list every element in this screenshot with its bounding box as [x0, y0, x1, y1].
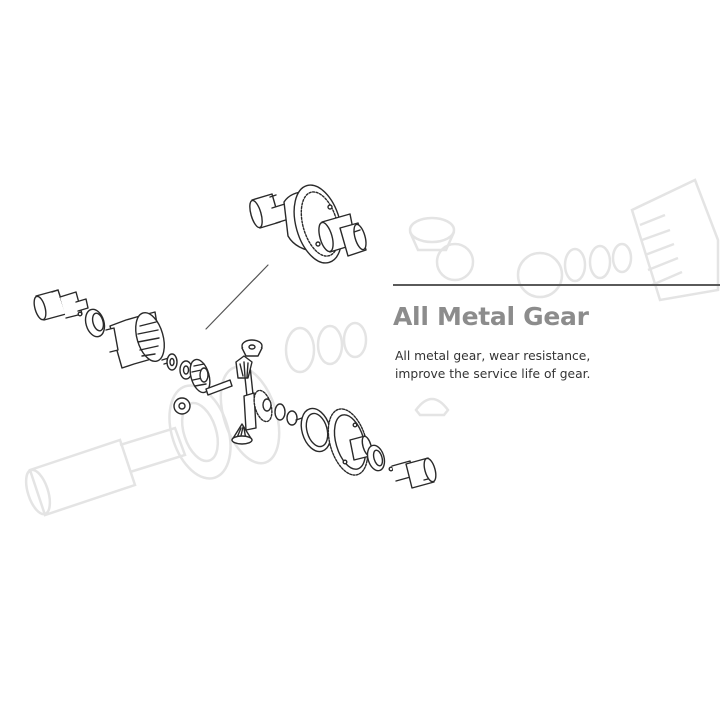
description-line-2: improve the service life of gear. — [395, 366, 591, 381]
spur-gear-icon — [253, 389, 303, 426]
small-bevel-gear-icon — [173, 339, 263, 445]
feature-title: All Metal Gear — [393, 302, 589, 331]
ghost-outdrive-icon — [24, 365, 281, 517]
left-outdrive-icon — [33, 289, 89, 321]
washer-set-icon — [161, 353, 193, 380]
cross-pin-icon — [205, 365, 257, 431]
leader-line — [205, 264, 269, 330]
right-outdrive-icon — [388, 457, 437, 489]
bearing-icon — [84, 308, 106, 338]
ghost-bevel-gear-icon — [408, 216, 633, 299]
title-divider — [393, 284, 720, 286]
gasket-icon — [300, 407, 332, 453]
ghost-washers-icon — [284, 321, 368, 374]
description-line-1: All metal gear, wear resistance, — [395, 349, 591, 363]
assembled-differential-icon — [249, 184, 367, 264]
right-bearing-icon — [366, 444, 386, 472]
diff-case-icon — [105, 311, 165, 369]
ring-gear-icon — [327, 408, 373, 476]
large-bevel-gear-icon — [189, 358, 211, 394]
ghost-small-gear-icon — [414, 397, 450, 417]
feature-description: All metal gear, wear resistance, improve… — [395, 348, 635, 383]
